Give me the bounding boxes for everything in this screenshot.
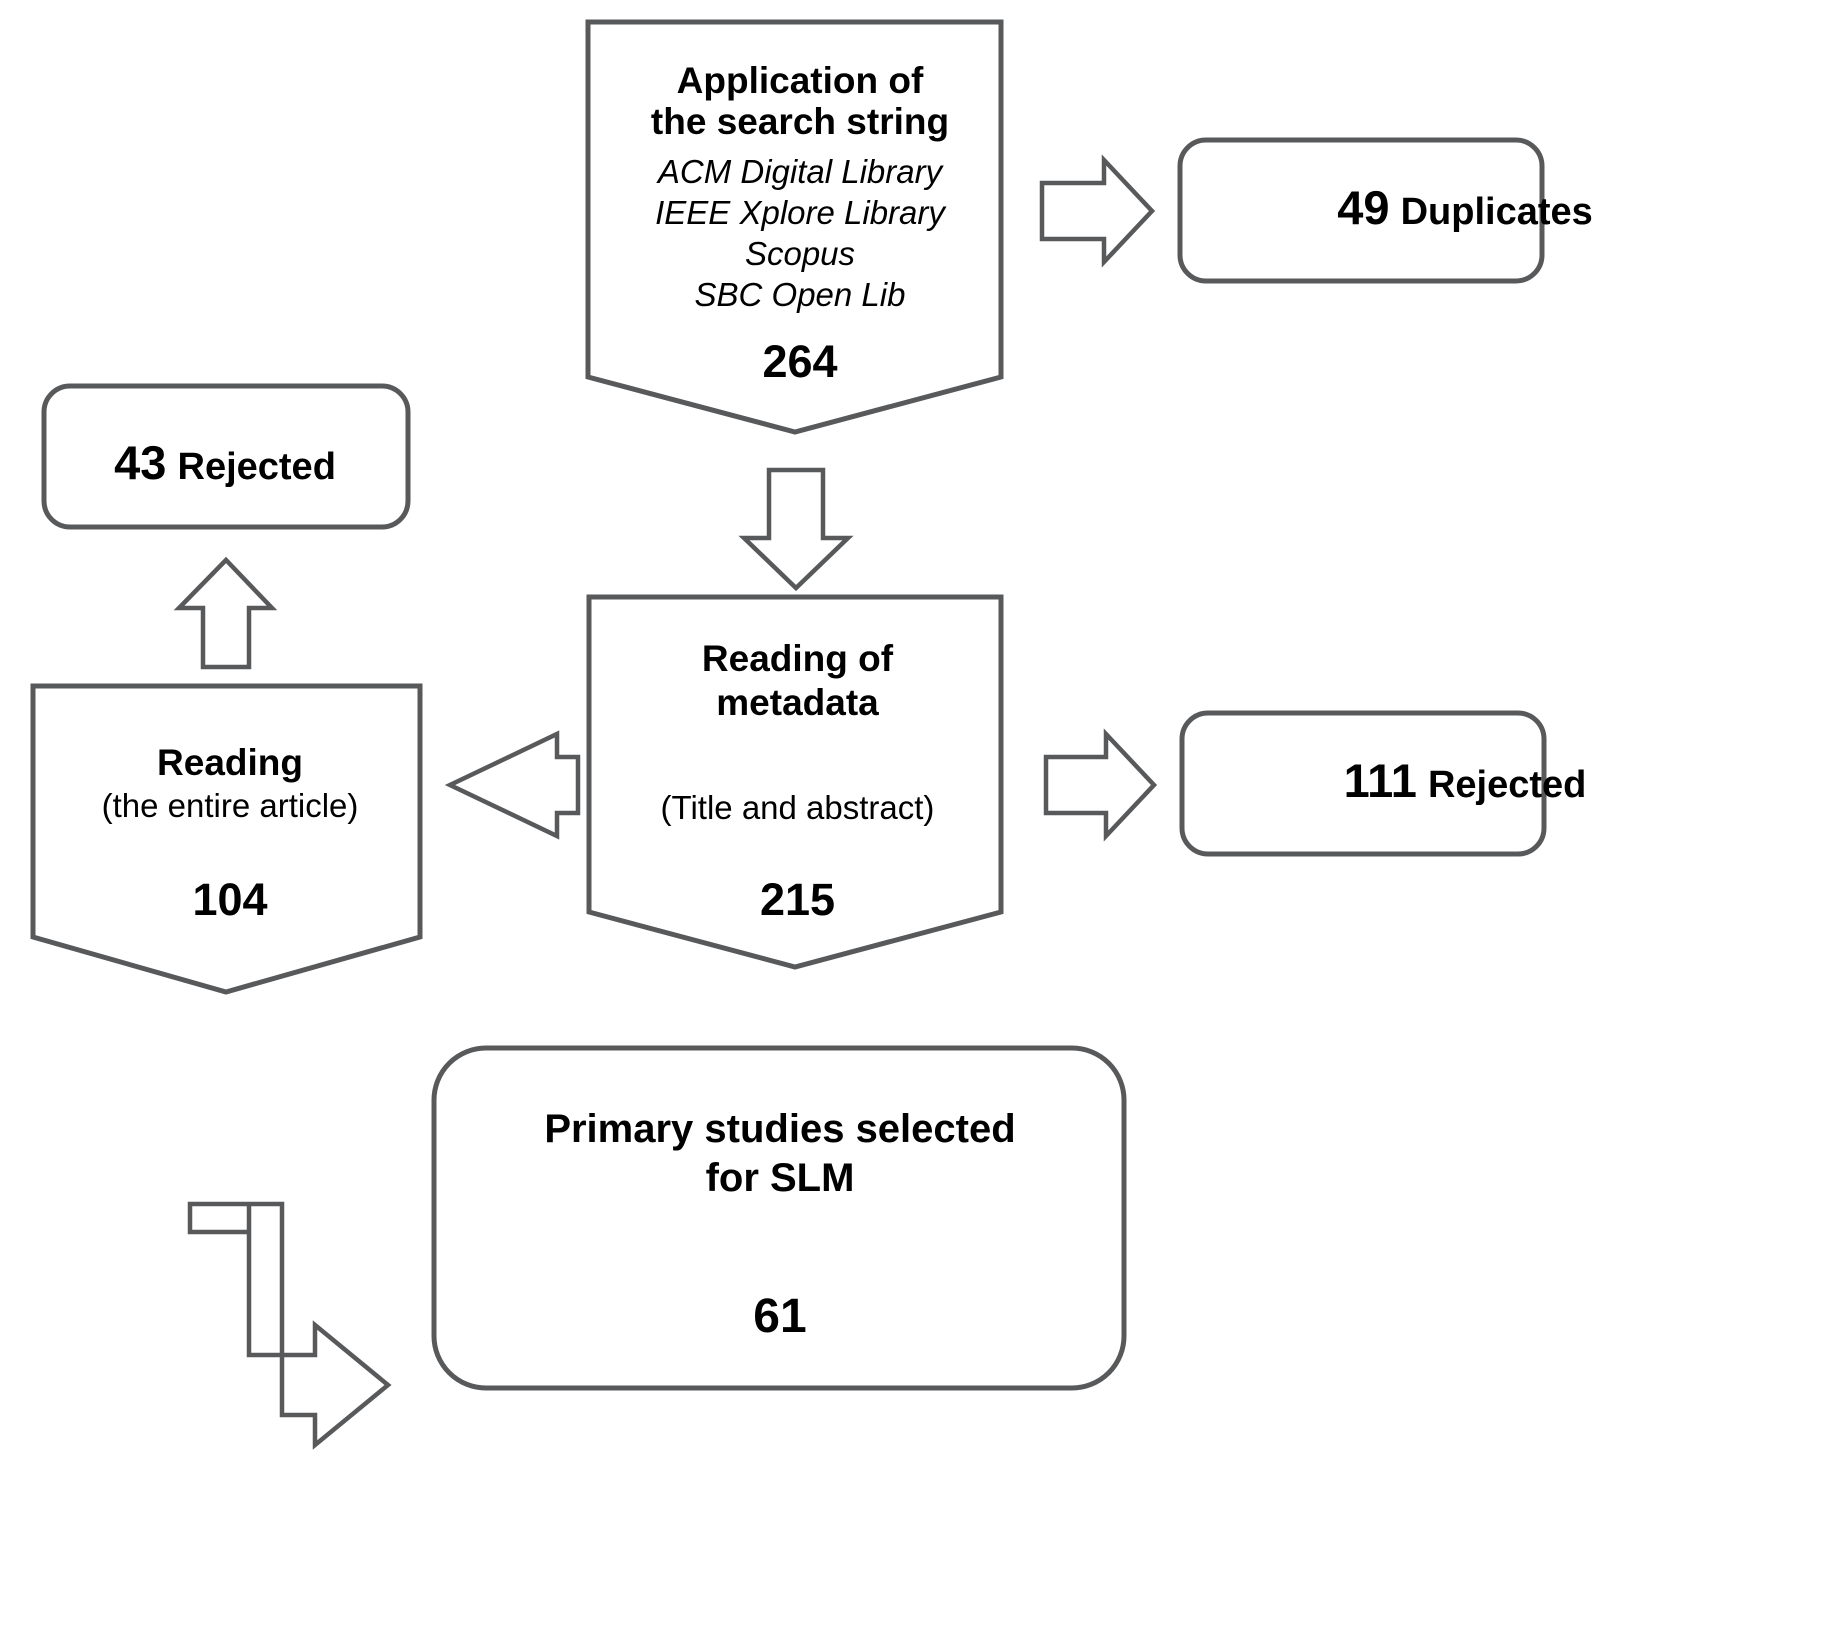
search-node-count: 264 <box>762 336 838 387</box>
connector-reading-article-to-rejected43-arrow <box>173 556 278 670</box>
node-primary-studies-shape[interactable] <box>431 1045 1127 1391</box>
connector-search-to-metadata-arrow <box>738 467 854 592</box>
search-node-title: Application of the search string <box>600 60 1000 143</box>
connector-search-to-duplicates-arrow <box>1039 154 1156 268</box>
connector-reading-article-to-primary-arrow <box>187 1201 392 1450</box>
rejected-full-text-count: 43 <box>114 436 167 489</box>
reading-article-title: Reading <box>157 742 303 783</box>
primary-studies-title-line1: Primary studies selected <box>544 1107 1016 1151</box>
reading-metadata-title-line1: Reading of <box>701 638 894 679</box>
connector-metadata-to-reading-article-arrow <box>444 730 581 840</box>
rejected-full-text-label: 43 Rejected <box>50 436 400 490</box>
node-rejected-metadata-shape[interactable] <box>1179 710 1547 857</box>
duplicates-count: 49 <box>1337 181 1390 234</box>
rejected-metadata-word: Rejected <box>1427 764 1587 806</box>
reading-article-subtitle: (the entire article) <box>101 787 359 824</box>
search-node-title-line1: Application of <box>676 60 924 101</box>
primary-studies-count: 61 <box>753 1290 807 1343</box>
node-reading-article-shape[interactable] <box>30 683 423 995</box>
node-duplicates-shape[interactable] <box>1177 137 1545 284</box>
search-source-sbc: SBC Open Lib <box>694 275 906 313</box>
rejected-metadata-count: 111 <box>1343 754 1417 807</box>
primary-studies-title-line2: for SLM <box>705 1155 855 1200</box>
node-search-string-shape[interactable] <box>585 19 1004 435</box>
reading-metadata-title-line2: metadata <box>716 682 879 724</box>
search-node-title-line2: the search string <box>650 101 950 143</box>
rejected-full-text-word: Rejected <box>177 446 336 488</box>
duplicates-node-label: 49 Duplicates <box>1190 181 1740 235</box>
duplicates-word: Duplicates <box>1400 191 1593 233</box>
reading-article-count: 104 <box>192 874 268 925</box>
rejected-metadata-label: 111 Rejected <box>1190 754 1740 808</box>
search-source-scopus: Scopus <box>744 234 856 272</box>
reading-metadata-subtitle: (Title and abstract) <box>660 789 935 826</box>
search-node-sources-list: ACM Digital Library IEEE Xplore Library … <box>600 152 1000 316</box>
search-source-ieee: IEEE Xplore Library <box>655 193 945 231</box>
reading-metadata-title: Reading of metadata <box>595 637 1000 726</box>
node-reading-metadata-shape[interactable] <box>586 594 1004 970</box>
search-source-acm: ACM Digital Library <box>657 153 943 190</box>
primary-studies-title: Primary studies selected for SLM <box>450 1105 1110 1203</box>
node-rejected-full-text-shape[interactable] <box>41 383 411 530</box>
reading-metadata-count: 215 <box>759 874 836 925</box>
connector-metadata-to-rejected-arrow <box>1043 728 1158 842</box>
